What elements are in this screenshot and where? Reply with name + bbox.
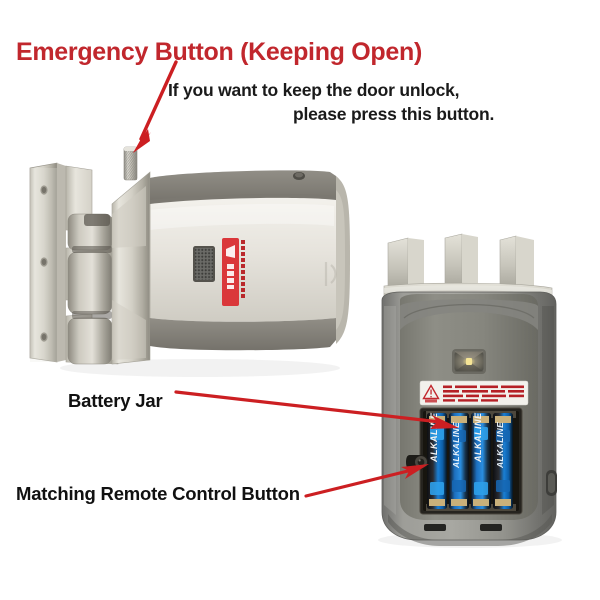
lock-device	[29, 146, 350, 377]
label-matching-remote-control-button: Matching Remote Control Button	[16, 483, 300, 504]
mounting-plate	[29, 162, 66, 363]
speaker-grille	[193, 246, 215, 282]
warning-label	[419, 380, 529, 406]
instruction-line-1: If you want to keep the door unlock,	[168, 80, 460, 100]
lock-shoulder	[111, 171, 151, 365]
label-battery-jar: Battery Jar	[68, 390, 163, 411]
arrow-emergency	[133, 60, 178, 153]
battery-cell: ALKALINE	[449, 413, 469, 509]
svg-text:ALKALINE: ALKALINE	[495, 422, 505, 469]
side-button[interactable]	[546, 470, 557, 496]
svg-text:ALKALINE: ALKALINE	[451, 422, 461, 469]
svg-text:ALKALINE: ALKALINE	[473, 412, 483, 463]
svg-text:ALKALINE: ALKALINE	[429, 412, 439, 463]
battery-compartment: ALKALINE ALKALINE	[419, 407, 523, 515]
instruction-line-2: please press this button.	[293, 104, 495, 124]
bottom-slots	[388, 514, 552, 546]
page-title: Emergency Button (Keeping Open)	[16, 38, 423, 66]
receiver-device: ALKALINE ALKALINE	[378, 233, 562, 548]
learn-pairing-button[interactable]	[406, 455, 428, 469]
indicator-window	[452, 349, 486, 374]
emergency-button-pin[interactable]	[123, 146, 138, 181]
battery-cell: ALKALINE	[493, 413, 513, 509]
lock-logo	[324, 262, 337, 286]
bolt-assembly	[67, 213, 113, 365]
battery-cell: ALKALINE	[427, 412, 447, 509]
battery-cell: ALKALINE	[471, 412, 491, 509]
lock-housing	[149, 170, 350, 351]
warning-sticker	[222, 238, 245, 306]
